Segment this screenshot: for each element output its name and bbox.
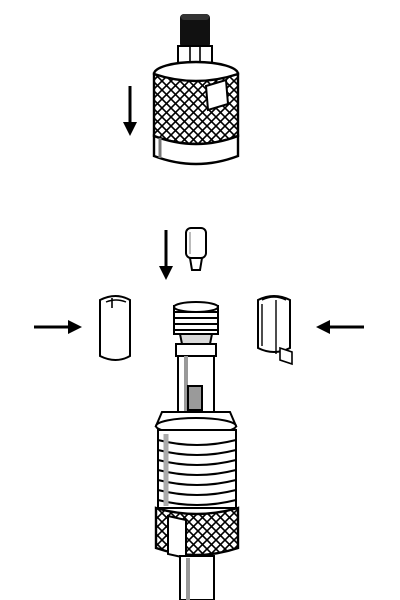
arrow-right-sleeve bbox=[34, 320, 82, 334]
valve-cap bbox=[152, 14, 240, 166]
arrow-down-plunger bbox=[159, 230, 173, 280]
split-sleeve-left bbox=[99, 295, 131, 361]
arrow-down-cap bbox=[123, 86, 137, 136]
split-sleeve-right bbox=[257, 295, 293, 366]
valve-core-plunger bbox=[185, 227, 207, 271]
valve-stem bbox=[154, 301, 240, 600]
arrow-left-sleeve bbox=[316, 320, 364, 334]
